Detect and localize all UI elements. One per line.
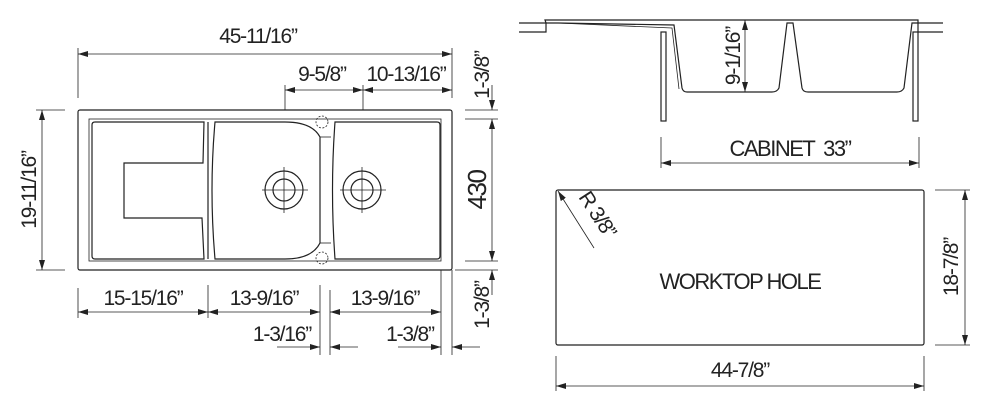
bowl2-width-label: 13-9/16” <box>351 287 421 310</box>
drainboard-width-label: 15-15/16” <box>103 287 183 310</box>
section-view: 9-1/16” CABINET 33” <box>519 19 943 168</box>
countertop-left <box>519 22 547 33</box>
corner-radius-label: R 3/8” <box>574 187 621 242</box>
bowl-height-label: 9-1/16” <box>722 26 745 85</box>
top-rim-label: 1-3/8” <box>471 50 494 99</box>
worktop-hole-label: WORKTOP HOLE <box>660 269 822 294</box>
tap-hole-top-icon <box>315 115 329 129</box>
overall-width-label: 45-11/16” <box>219 25 298 48</box>
bowl1-width-label: 13-9/16” <box>230 287 300 310</box>
bowl-depth-label: 430 <box>462 170 492 210</box>
sink-profile <box>544 19 919 93</box>
tap-hole-bottom-icon <box>315 251 329 265</box>
drain-offset-label: 9-5/8” <box>298 63 347 86</box>
cabinet-wall-left <box>660 31 667 122</box>
top-view: 45-11/16” 9-5/8” 10-13/16” 19-11/16” 1-3… <box>18 25 498 355</box>
cabinet-label: CABINET 33” <box>730 136 852 161</box>
bowl-left <box>211 121 321 260</box>
right-to-drain-label: 10-13/16” <box>366 63 446 86</box>
divider-width-label: 1-3/16” <box>253 323 312 346</box>
worktop-width-label: 44-7/8” <box>711 359 770 382</box>
drain-right-icon <box>340 167 386 213</box>
drainboard <box>91 121 205 260</box>
drain-left-icon <box>262 167 308 213</box>
sink-inner-lip <box>88 118 442 262</box>
overall-depth-label: 19-11/16” <box>18 150 41 229</box>
bowl-right <box>331 121 441 260</box>
cabinet-wall-right <box>912 31 919 122</box>
countertop-right <box>917 22 943 33</box>
worktop-hole-view: WORKTOP HOLE R 3/8” 18-7/8” 44-7/8” <box>555 187 970 391</box>
right-rim-label: 1-3/8” <box>386 323 435 346</box>
sink-outline <box>77 109 453 271</box>
worktop-hole-outline <box>555 189 925 346</box>
bottom-rim-label: 1-3/8” <box>471 280 494 329</box>
worktop-height-label: 18-7/8” <box>940 237 963 296</box>
